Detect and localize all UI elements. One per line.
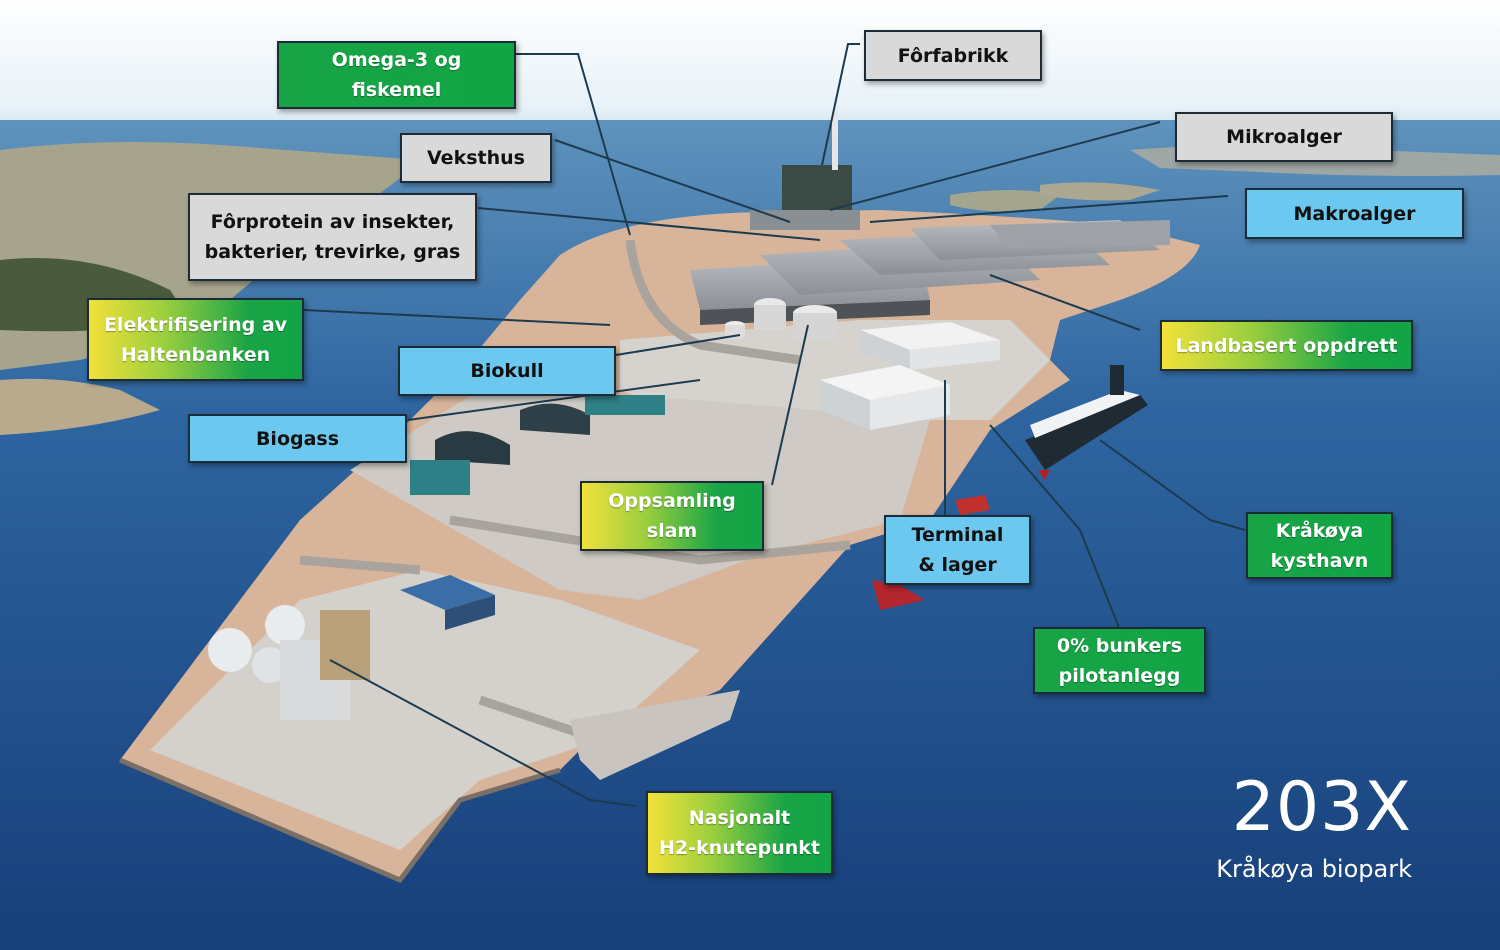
biogas-plant: [410, 395, 665, 495]
terminal-buildings: [820, 322, 1000, 430]
south-depot: [400, 575, 495, 610]
islet-right-2: [1040, 182, 1160, 201]
label-terminal-storage: Terminal & lager: [884, 515, 1031, 585]
leader-lines: [303, 43, 1246, 807]
islet-left: [0, 378, 160, 435]
label-h2-hub: Nasjonalt H2-knutepunkt: [646, 791, 833, 875]
label-feed-protein: Fôrprotein av insekter, bakterier, trevi…: [188, 193, 477, 281]
islet-right-1: [950, 190, 1060, 212]
quay-south: [570, 690, 740, 780]
label-zero-bunkers: 0% bunkers pilotanlegg: [1033, 627, 1206, 694]
title-year: 203X: [1231, 768, 1412, 847]
label-land-based-farming: Landbasert oppdrett: [1160, 320, 1413, 371]
label-coastal-harbour: Kråkøya kysthavn: [1246, 512, 1393, 579]
feed-factory: [782, 165, 852, 210]
label-electrification: Elektrifisering av Haltenbanken: [87, 298, 304, 381]
storage-tanks: [725, 298, 837, 341]
title-subtitle: Kråkøya biopark: [1216, 855, 1412, 883]
label-microalgae: Mikroalger: [1175, 112, 1393, 162]
label-omega3-fishmeal: Omega-3 og fiskemel: [277, 41, 516, 109]
greenhouse-block: [750, 210, 860, 230]
label-biogas: Biogass: [188, 414, 407, 463]
dock-edge: [119, 757, 561, 884]
tug-boat: [872, 495, 990, 610]
road: [299, 239, 851, 745]
fish-farm-halls: [690, 220, 1170, 325]
cargo-ship: [1025, 365, 1148, 480]
label-macroalgae: Makroalger: [1245, 188, 1464, 239]
label-sludge-collection: Oppsamling slam: [580, 481, 764, 551]
label-biochar: Biokull: [398, 346, 616, 396]
label-greenhouse: Veksthus: [400, 133, 552, 183]
feed-factory-chimney: [832, 110, 838, 170]
label-feed-factory: Fôrfabrikk: [864, 30, 1042, 81]
